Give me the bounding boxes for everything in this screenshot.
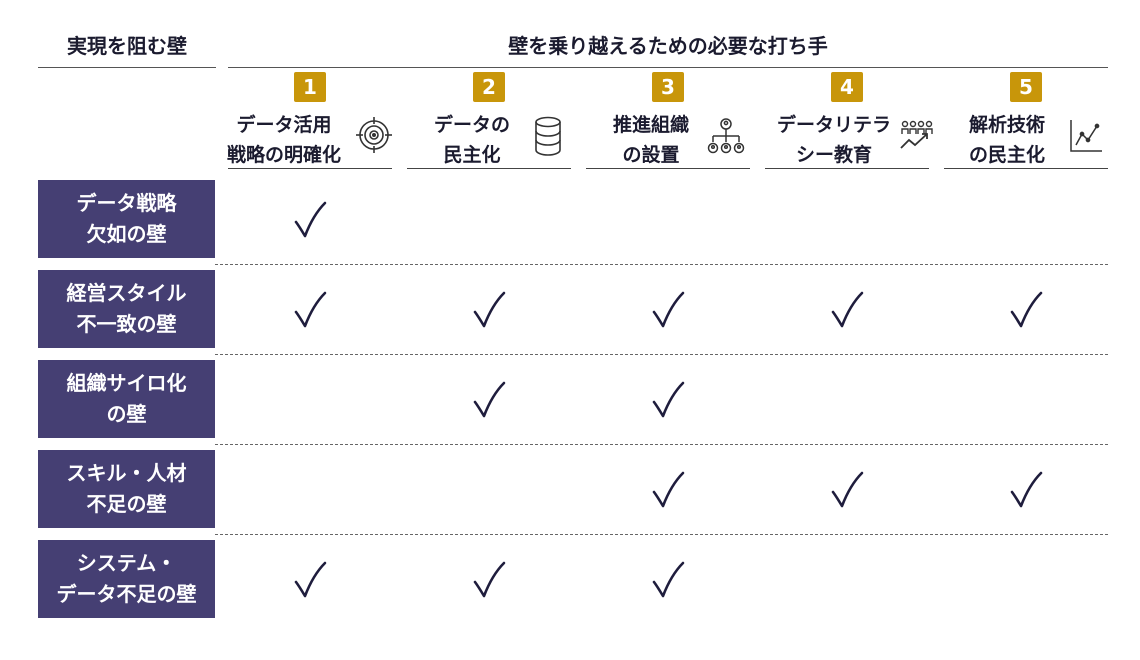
left-header-divider [38, 67, 216, 68]
column-number-badge: 3 [652, 72, 684, 102]
row-separator [215, 264, 1108, 265]
database-icon [533, 116, 563, 160]
check-mark-icon [290, 559, 330, 601]
row-label-data-strategy: データ戦略欠如の壁 [38, 180, 215, 258]
check-mark-icon [648, 559, 688, 601]
people-growth-icon [899, 118, 937, 156]
check-mark-icon [1006, 289, 1046, 331]
check-mark-icon [290, 199, 330, 241]
org-chart-icon [706, 118, 746, 160]
check-mark-icon [648, 469, 688, 511]
column-header-5: 5 解析技術の民主化 [944, 72, 1108, 170]
column-label: データの民主化 [433, 114, 510, 166]
check-mark-icon [827, 469, 867, 511]
column-label: 推進組織の設置 [612, 114, 689, 166]
column-underline [944, 168, 1108, 169]
column-number-badge: 5 [1010, 72, 1042, 102]
column-underline [586, 168, 750, 169]
column-number-badge: 4 [831, 72, 863, 102]
left-header-title: 実現を阻む壁 [67, 34, 187, 58]
column-underline [765, 168, 929, 169]
main-header-divider [228, 67, 1108, 68]
main-header-title: 壁を乗り越えるための必要な打ち手 [508, 34, 828, 58]
column-label: 解析技術の民主化 [968, 114, 1045, 166]
column-number-badge: 2 [473, 72, 505, 102]
column-header-3: 3 推進組織の設置 [586, 72, 750, 170]
row-separator [215, 534, 1108, 535]
check-mark-icon [290, 289, 330, 331]
row-separator [215, 354, 1108, 355]
row-label-system-data-shortage: システム・データ不足の壁 [38, 540, 215, 618]
column-header-4: 4 データリテラシー教育 [765, 72, 933, 170]
check-mark-icon [469, 289, 509, 331]
check-mark-icon [648, 289, 688, 331]
check-mark-icon [469, 379, 509, 421]
check-mark-icon [1006, 469, 1046, 511]
check-mark-icon [827, 289, 867, 331]
line-chart-icon [1068, 118, 1104, 158]
row-label-skill-shortage: スキル・人材不足の壁 [38, 450, 215, 528]
target-icon [355, 116, 393, 158]
row-separator [215, 444, 1108, 445]
row-label-management-style: 経営スタイル不一致の壁 [38, 270, 215, 348]
row-label-organization-silo: 組織サイロ化の壁 [38, 360, 215, 438]
column-header-2: 2 データの民主化 [407, 72, 571, 170]
column-label: データリテラシー教育 [776, 114, 891, 166]
column-label: データ活用戦略の明確化 [226, 114, 341, 166]
check-mark-icon [469, 559, 509, 601]
column-number-badge: 1 [294, 72, 326, 102]
column-header-1: 1 データ活用戦略の明確化 [227, 72, 393, 170]
column-underline [228, 168, 392, 169]
column-underline [407, 168, 571, 169]
check-mark-icon [648, 379, 688, 421]
